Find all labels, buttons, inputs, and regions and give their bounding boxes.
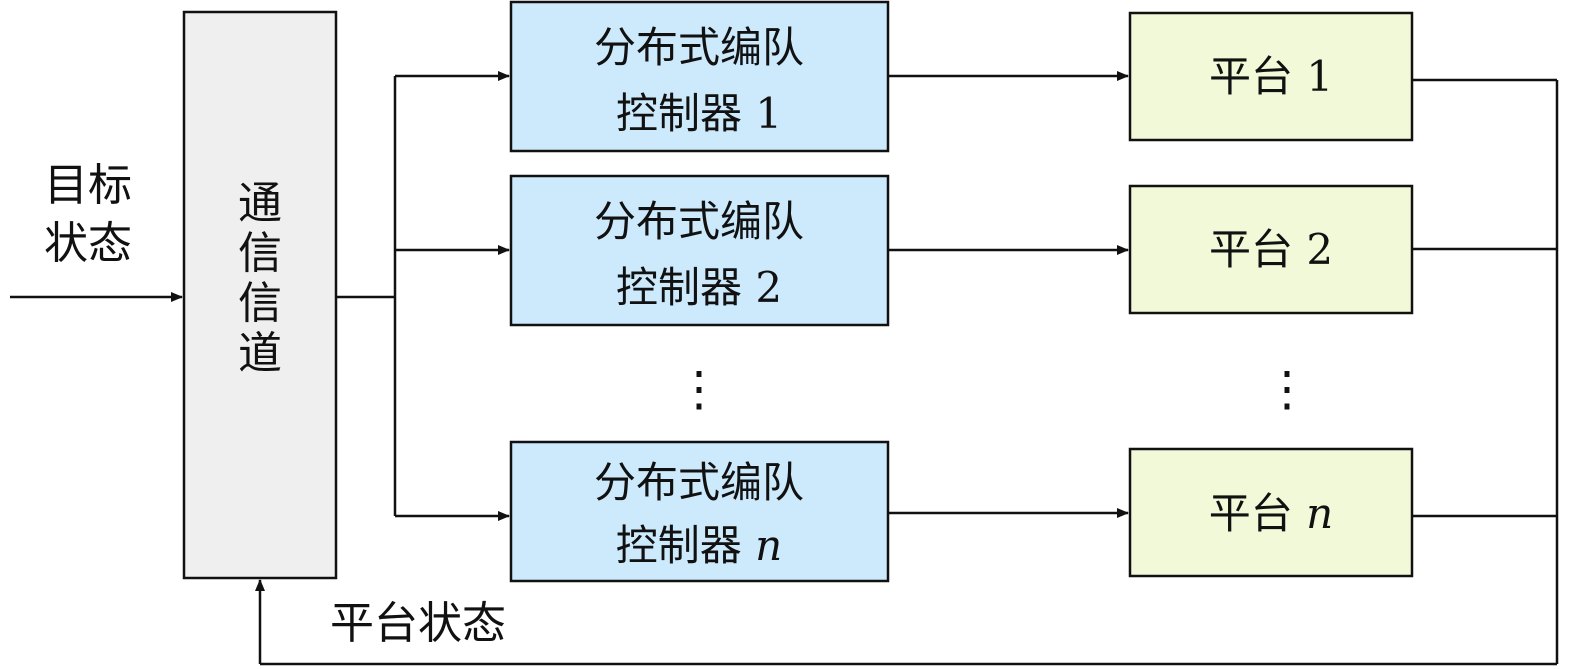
controller-box-n	[509, 440, 890, 583]
controller-n-index: n	[755, 521, 782, 570]
controller-n-prefix: 控制器	[616, 521, 755, 570]
controller-2-prefix: 控制器	[616, 263, 755, 312]
platform-1-index: 1	[1306, 52, 1333, 101]
communication-channel-box	[182, 10, 338, 580]
controller-2-index: 2	[755, 263, 782, 312]
controller-1-prefix: 控制器	[616, 89, 755, 138]
controller-1-line2: 控制器 1	[616, 89, 782, 138]
channel-char-1: 通	[238, 178, 282, 229]
controller-n-line1: 分布式编队	[594, 458, 804, 507]
controller-1-line1: 分布式编队	[594, 23, 804, 72]
platform-ellipsis: ⋮	[1263, 361, 1311, 417]
platform-n-prefix: 平台	[1209, 489, 1306, 538]
platform-box-n	[1128, 447, 1414, 578]
platform-box-2	[1128, 184, 1414, 315]
channel-char-4: 道	[238, 328, 282, 379]
input-label-line2: 状态	[44, 218, 132, 269]
controller-n-line2: 控制器 n	[616, 521, 782, 570]
channel-char-3: 信	[238, 278, 282, 329]
platform-box-1	[1128, 11, 1414, 142]
platform-2-prefix: 平台	[1209, 225, 1306, 274]
platform-2-label: 平台 2	[1209, 225, 1333, 274]
platform-n-index: n	[1306, 489, 1333, 538]
feedback-label: 平台状态	[330, 598, 506, 649]
platform-1-label: 平台 1	[1209, 52, 1333, 101]
channel-char-2: 信	[238, 228, 282, 279]
platform-n-label: 平台 n	[1209, 489, 1333, 538]
platform-1-prefix: 平台	[1209, 52, 1306, 101]
platform-2-index: 2	[1306, 225, 1333, 274]
controller-1-index: 1	[755, 89, 782, 138]
controller-2-line2: 控制器 2	[616, 263, 782, 312]
controller-2-line1: 分布式编队	[594, 197, 804, 246]
input-label-line1: 目标	[44, 160, 132, 211]
controller-ellipsis: ⋮	[675, 361, 723, 417]
